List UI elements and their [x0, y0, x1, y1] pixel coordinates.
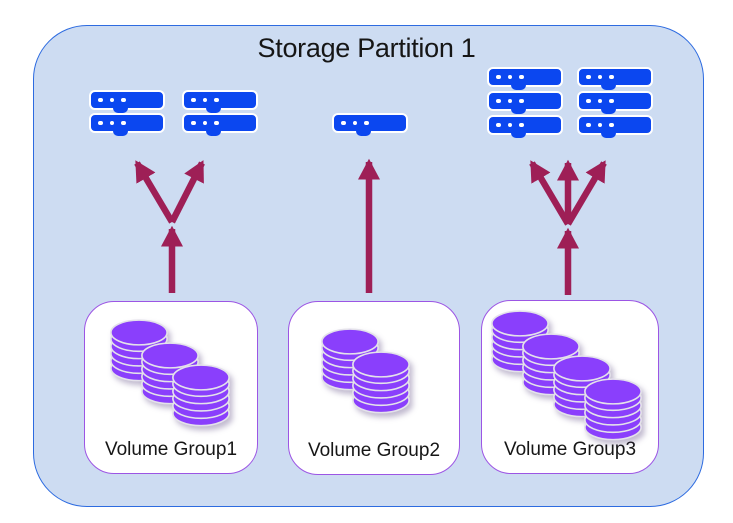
server-led-dot — [341, 120, 346, 126]
server-led-dot — [191, 120, 196, 126]
server-led-dot — [507, 74, 512, 80]
disk-stack-icon — [350, 348, 412, 414]
server-led-dot — [352, 120, 357, 126]
server-led-dot — [496, 122, 501, 128]
server-icon — [487, 115, 563, 138]
host-cluster-3 — [487, 67, 653, 138]
server-led-dot — [586, 98, 591, 104]
server-led-dot — [496, 98, 501, 104]
disk-stack-icon — [582, 375, 644, 441]
server-led-dot — [609, 122, 614, 128]
volume-group-3-box: Volume Group3 — [481, 300, 659, 474]
server-led-dot — [496, 74, 501, 80]
partition-title: Storage Partition 1 — [257, 33, 476, 63]
server-led-dot — [202, 97, 207, 103]
server-led-dot — [214, 97, 219, 103]
server-icon — [89, 90, 165, 113]
volume-group-2-label: Volume Group2 — [307, 440, 441, 461]
server-led-dot — [191, 97, 196, 103]
server-led-dot — [364, 120, 369, 126]
volume-group-2-box: Volume Group2 — [288, 301, 460, 475]
server-led-dot — [597, 74, 602, 80]
volume-group-1-box: Volume Group1 — [84, 301, 258, 474]
server-led-dot — [597, 98, 602, 104]
server-led-dot — [586, 74, 591, 80]
server-led-dot — [507, 98, 512, 104]
server-icon — [487, 91, 563, 114]
server-led-dot — [597, 122, 602, 128]
host-cluster-2 — [332, 113, 408, 136]
server-led-dot — [519, 98, 524, 104]
host-cluster-1 — [89, 90, 258, 136]
server-led-dot — [98, 120, 103, 126]
server-led-dot — [586, 122, 591, 128]
server-icon — [577, 115, 653, 138]
server-icon — [332, 113, 408, 136]
server-icon — [577, 91, 653, 114]
server-led-dot — [519, 122, 524, 128]
server-icon — [89, 113, 165, 136]
server-led-dot — [109, 120, 114, 126]
server-led-dot — [609, 74, 614, 80]
server-led-dot — [202, 120, 207, 126]
server-led-dot — [519, 74, 524, 80]
server-icon — [182, 90, 258, 113]
server-led-dot — [121, 97, 126, 103]
server-led-dot — [609, 98, 614, 104]
server-led-dot — [109, 97, 114, 103]
volume-group-3-label: Volume Group3 — [503, 439, 637, 460]
server-icon — [182, 113, 258, 136]
server-icon — [487, 67, 563, 90]
server-led-dot — [507, 122, 512, 128]
server-icon — [577, 67, 653, 90]
server-led-dot — [214, 120, 219, 126]
server-led-dot — [121, 120, 126, 126]
disk-stack-icon — [170, 361, 232, 427]
volume-group-1-label: Volume Group1 — [104, 439, 238, 460]
server-led-dot — [98, 97, 103, 103]
